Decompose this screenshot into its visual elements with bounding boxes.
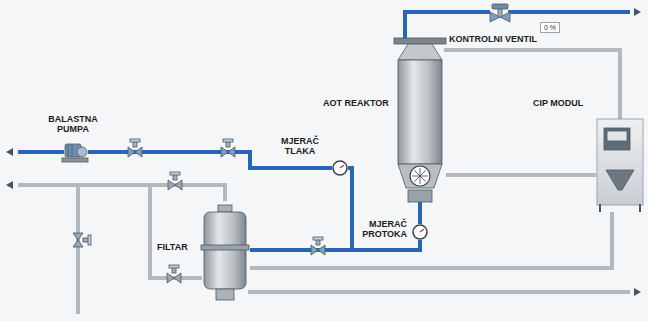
percent-readout: 0 %	[540, 22, 560, 33]
cip-module-shape	[596, 118, 644, 212]
equipment-label: MJERAČ TLAKA	[272, 136, 328, 156]
control-valve: KONTROLNI VENTIL	[490, 4, 510, 22]
control-valve-shape	[490, 4, 510, 22]
equipment-label: FILTAR	[156, 242, 189, 252]
flow-meter-shape	[412, 224, 428, 240]
pipe-connector	[418, 202, 422, 224]
ballast-pump-shape	[62, 142, 88, 162]
grey-pipe	[20, 185, 225, 199]
filter-shape	[200, 205, 250, 300]
label-box: CIP MODUL	[532, 92, 584, 110]
pipe-connector	[250, 212, 612, 268]
grey-pipe	[76, 185, 80, 312]
outlet-arrow	[6, 181, 13, 189]
pipe-connector	[446, 173, 596, 177]
grey-pipe	[250, 290, 628, 294]
hand-valve	[311, 237, 325, 255]
hand-valve	[167, 265, 181, 283]
label-box: KONTROLNI VENTIL	[448, 28, 538, 46]
hand-valve	[73, 233, 91, 247]
label-box: FILTAR	[156, 236, 189, 254]
equipment-label: KONTROLNI VENTIL	[448, 34, 538, 44]
equipment-label: MJERAČ PROTOKA	[356, 219, 408, 239]
equipment-label: BALASTNA PUMPA	[44, 114, 102, 134]
equipment-label: CIP MODUL	[532, 98, 584, 108]
outlet-arrow	[634, 288, 641, 296]
label-box: MJERAČ PROTOKA	[356, 219, 408, 241]
ballast-pump: BALASTNA PUMPA	[62, 142, 88, 162]
pressure-gauge-shape	[332, 160, 348, 176]
pressure-gauge: MJERAČ TLAKA	[332, 160, 348, 176]
hand-valve	[128, 139, 142, 157]
flow-meter: MJERAČ PROTOKA	[412, 224, 428, 240]
hand-valve	[168, 172, 182, 190]
label-box: BALASTNA PUMPA	[44, 114, 102, 136]
label-box: AOT REAKTOR	[322, 92, 390, 110]
blue-pipe	[20, 150, 62, 154]
filter: FILTAR	[200, 205, 250, 300]
grey-pipe	[446, 50, 620, 118]
aot-reactor: AOT REAKTOR	[394, 38, 446, 202]
pipe-connector	[250, 240, 420, 250]
readout-box: 0 %	[540, 16, 560, 34]
aot-reactor-shape	[394, 38, 446, 202]
hand-valve	[221, 139, 235, 157]
blue-pipe	[510, 10, 628, 14]
outlet-arrow	[6, 148, 13, 156]
label-box: MJERAČ TLAKA	[272, 136, 328, 158]
equipment-label: AOT REAKTOR	[322, 98, 390, 108]
outlet-arrow	[634, 8, 641, 16]
grey-pipe	[150, 185, 200, 278]
cip-module: CIP MODUL	[596, 118, 644, 212]
